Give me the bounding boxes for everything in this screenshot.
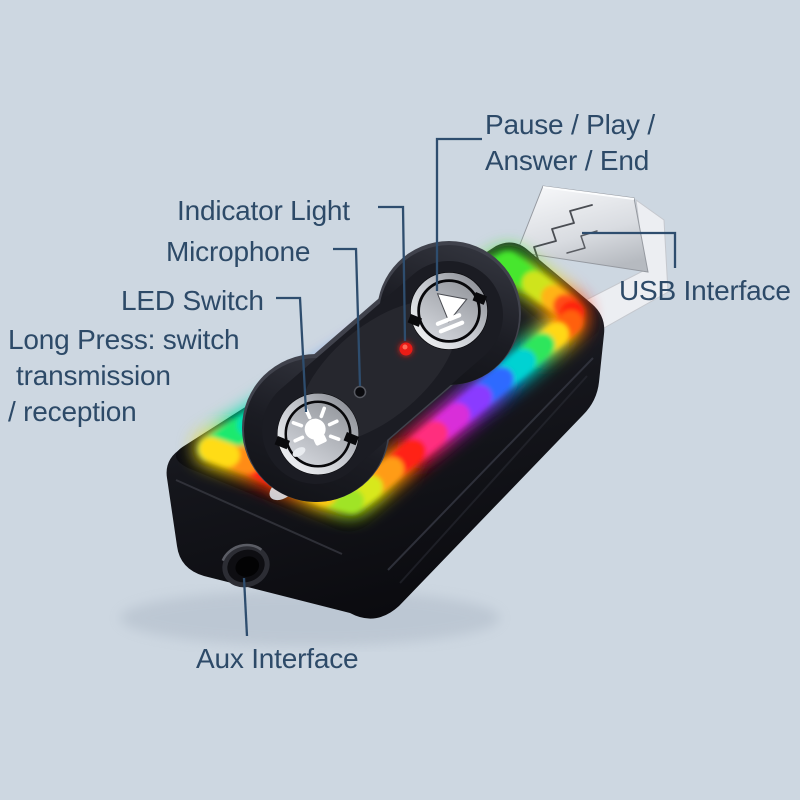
label-pause-play-line1: Pause / Play /: [485, 109, 655, 140]
indicator-light-core: [402, 344, 408, 350]
play-pause-icon: [435, 293, 468, 334]
leader-lines: [242, 137, 677, 637]
usb-tip-highlight: [542, 186, 635, 200]
leader-line-usb-interface: [582, 231, 677, 268]
label-aux-interface: Aux Interface: [196, 643, 359, 674]
label-long-press: Long Press: switch transmission / recept…: [8, 322, 240, 430]
leader-line-indicator-light: [378, 205, 407, 342]
label-long-press-line2: transmission: [16, 360, 171, 391]
leader-line-aux-interface: [242, 577, 249, 637]
led-switch-button: [274, 393, 359, 475]
label-led-switch: LED Switch: [121, 285, 264, 316]
label-long-press-line1: Long Press: switch: [8, 324, 240, 355]
leader-line-microphone: [333, 247, 362, 387]
label-long-press-line3: / reception: [8, 396, 137, 427]
usb-contacts-outline-icon: [515, 204, 593, 266]
aux-port: [221, 543, 270, 588]
label-pause-play-line2: Answer / End: [485, 145, 650, 176]
aux-face-rim-highlight: [175, 479, 343, 555]
microphone-hole: [353, 385, 367, 399]
label-indicator-light: Indicator Light: [177, 195, 350, 226]
label-usb-interface: USB Interface: [619, 275, 791, 306]
label-microphone: Microphone: [166, 236, 311, 267]
leader-line-led-switch: [276, 296, 308, 413]
label-pause-play: Pause / Play / Answer / End: [485, 107, 655, 179]
leader-line-pause-play: [435, 137, 482, 291]
play-pause-button: [407, 272, 488, 350]
side-ridge-line: [399, 375, 588, 584]
side-ridge-line: [387, 357, 594, 571]
device-shadow: [120, 590, 500, 646]
